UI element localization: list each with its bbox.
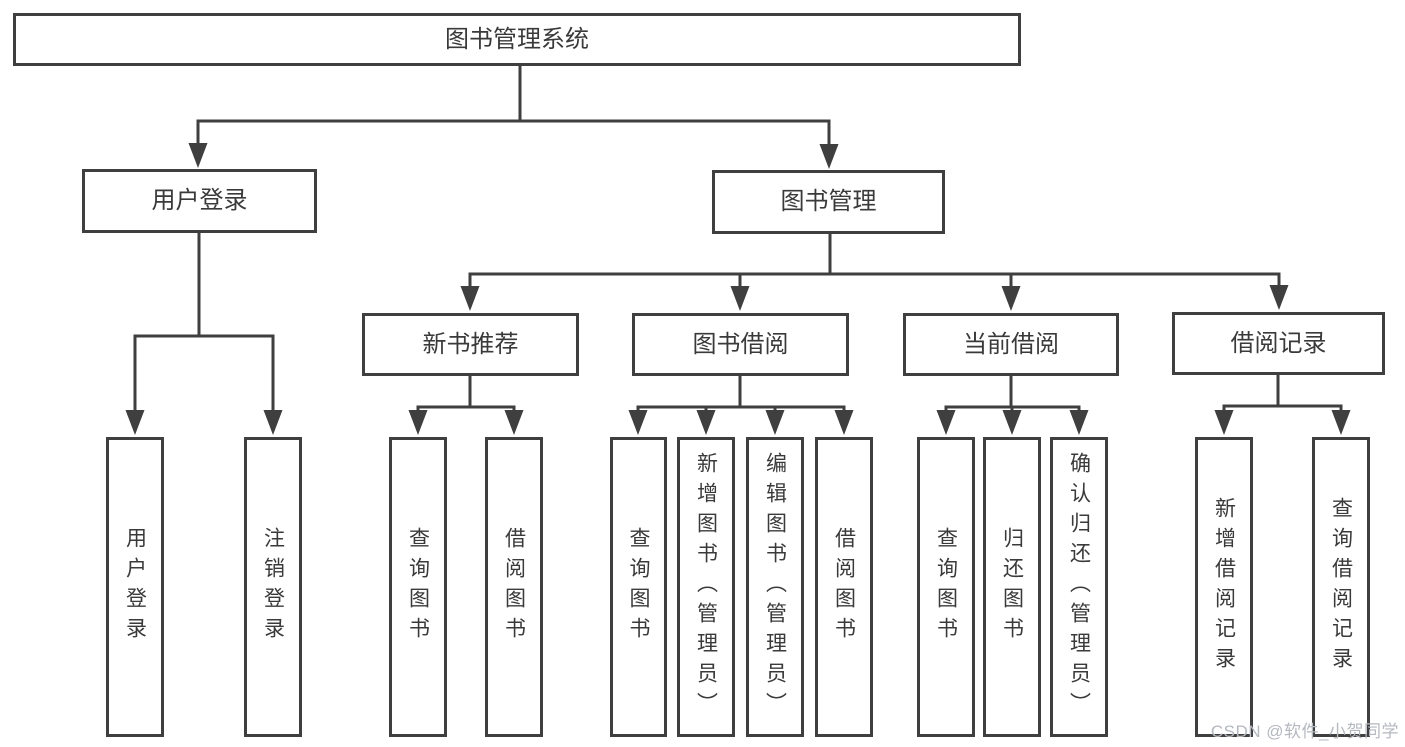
leaf-logout: 注销登录 — [244, 437, 302, 737]
leaf-borrow-query-books: 查询图书 — [610, 437, 667, 737]
leaf-current-return-books: 归还图书 — [983, 437, 1041, 737]
node-library-management-system: 图书管理系统 — [13, 13, 1021, 66]
leaf-records-add-borrow-record: 新增借阅记录 — [1195, 437, 1253, 737]
leaf-borrow-edit-books-admin: 编辑图书（管理员） — [746, 437, 804, 737]
leaf-recommend-query-books: 查询图书 — [389, 437, 447, 737]
leaf-recommend-borrow-books: 借阅图书 — [485, 437, 543, 737]
node-new-book-recommend: 新书推荐 — [362, 313, 579, 376]
csdn-watermark: CSDN @软件_小贺同学 — [1210, 722, 1399, 741]
node-borrow-records: 借阅记录 — [1172, 312, 1385, 375]
leaf-current-confirm-return-admin: 确认归还（管理员） — [1050, 437, 1108, 737]
leaf-borrow-add-books-admin: 新增图书（管理员） — [677, 437, 735, 737]
node-book-borrowing: 图书借阅 — [632, 313, 849, 376]
node-user-login: 用户登录 — [82, 169, 317, 233]
leaf-borrow-borrow-books: 借阅图书 — [815, 437, 873, 737]
leaf-user-login: 用户登录 — [106, 437, 164, 737]
leaf-records-query-borrow-record: 查询借阅记录 — [1312, 437, 1370, 737]
leaf-current-query-books: 查询图书 — [917, 437, 975, 737]
node-book-management: 图书管理 — [712, 170, 945, 234]
node-current-borrowing: 当前借阅 — [903, 313, 1119, 376]
arrowhead-icons — [125, 143, 1351, 435]
